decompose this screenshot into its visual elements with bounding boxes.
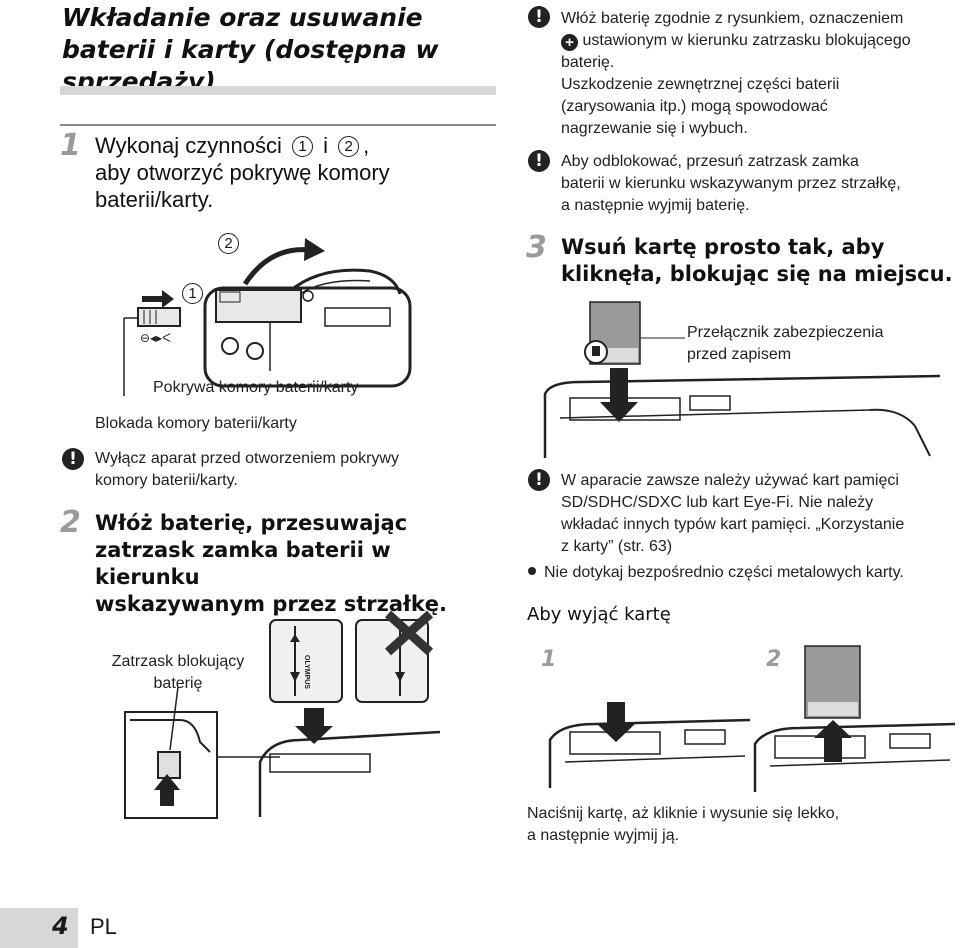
- step-3-line1: Wsuń kartę prosto tak, aby: [561, 235, 885, 259]
- note-card: W aparacie zawsze należy używać kart pam…: [561, 470, 956, 558]
- card-remove-figure-1: [548, 702, 751, 788]
- step-2-line1: Włóż baterię, przesuwając: [95, 511, 408, 535]
- note-insert-line1: Włóż baterię zgodnie z rysunkiem, oznacz…: [561, 10, 904, 27]
- label-latch: Zatrzask blokujący baterię: [98, 651, 258, 695]
- note-insert-line6: nagrzewanie się i wybuch.: [561, 120, 748, 137]
- note-card-line3: wkładać innych typów kart pamięci. „Korz…: [561, 516, 905, 533]
- label-cover: Pokrywa komory baterii/karty: [153, 379, 359, 396]
- step-1-and: i: [323, 133, 329, 158]
- step-1-text-a: Wykonaj czynności: [95, 133, 282, 158]
- page-number-tab: [0, 908, 78, 948]
- marker-2: 2: [338, 136, 360, 157]
- label-write-protect-line1: Przełącznik zabezpieczenia: [687, 324, 884, 341]
- step-1-text: Wykonaj czynności 1 i 2, aby otworzyć po…: [95, 132, 495, 213]
- note-unlock: Aby odblokować, przesuń zatrzask zamka b…: [561, 151, 956, 217]
- figure-marker-2: 2: [218, 233, 239, 254]
- warning-icon: !: [528, 469, 550, 491]
- note-card-line4: z karty” (str. 63): [561, 538, 673, 555]
- remove-step-1-number: 1: [541, 647, 557, 672]
- battery-insert-figure: [124, 610, 441, 819]
- marker-1: 1: [292, 136, 313, 157]
- page-number: 4: [52, 912, 69, 940]
- step-1-line2: aby otworzyć pokrywę komory: [95, 160, 390, 185]
- note-insert-line4: Uszkodzenie zewnętrznej części baterii: [561, 76, 840, 93]
- section-divider: [60, 124, 496, 126]
- label-latch-line2: baterię: [153, 675, 203, 692]
- step-1-line3: baterii/karty.: [95, 187, 214, 212]
- remove-step-2-number: 2: [766, 647, 782, 672]
- step-2-line2: zatrzask zamka baterii w kierunku: [95, 538, 391, 589]
- remove-card-caption: Naciśnij kartę, aż kliknie i wysunie się…: [527, 803, 947, 847]
- step-3-line2: kliknęła, blokując się na miejscu.: [561, 262, 953, 286]
- bullet-dot: [528, 567, 536, 575]
- remove-card-caption-line1: Naciśnij kartę, aż kliknie i wysunie się…: [527, 805, 840, 822]
- page-title: Wkładanie oraz usuwanie baterii i karty …: [62, 3, 439, 96]
- card-insert-figure: [543, 301, 941, 458]
- page-language: PL: [90, 914, 117, 939]
- remove-card-heading: Aby wyjąć kartę: [527, 604, 671, 625]
- note-unlock-line3: a następnie wyjmij baterię.: [561, 197, 750, 214]
- figure-marker-1: 1: [182, 283, 203, 304]
- warning-icon: !: [62, 448, 84, 470]
- note-insert-line5: (zarysowania itp.) mogą spowodować: [561, 98, 828, 115]
- note-insert: Włóż baterię zgodnie z rysunkiem, oznacz…: [561, 8, 956, 140]
- note-insert-line3: baterię.: [561, 54, 615, 71]
- warning-icon: !: [528, 150, 550, 172]
- svg-text:⊖◂▸ᐸ: ⊖◂▸ᐸ: [140, 331, 171, 345]
- note-unlock-line2: baterii w kierunku wskazywanym przez str…: [561, 175, 901, 192]
- warning-icon: !: [528, 6, 550, 28]
- step-2-number: 2: [60, 505, 81, 540]
- step-1-number: 1: [60, 128, 81, 163]
- title-underline-bar: [60, 86, 496, 95]
- plus-icon: +: [561, 34, 578, 51]
- label-write-protect-line2: przed zapisem: [687, 346, 792, 363]
- bullet-metal-text: Nie dotykaj bezpośrednio części metalowy…: [544, 564, 904, 581]
- label-write-protect: Przełącznik zabezpieczenia przed zapisem: [687, 322, 947, 366]
- card-remove-figure-2: [753, 645, 956, 792]
- step-3-number: 3: [526, 230, 547, 265]
- note-unlock-line1: Aby odblokować, przesuń zatrzask zamka: [561, 153, 859, 170]
- remove-card-caption-line2: a następnie wyjmij ją.: [527, 827, 680, 844]
- note-card-line2: SD/SDHC/SDXC lub kart Eye-Fi. Nie należy: [561, 494, 874, 511]
- note-insert-line2: ustawionym w kierunku zatrzasku blokując…: [582, 32, 911, 49]
- battery-brand: OLYMPUS: [303, 655, 310, 689]
- note-card-line1: W aparacie zawsze należy używać kart pam…: [561, 472, 899, 489]
- step-2-text: Włóż baterię, przesuwając zatrzask zamka…: [95, 510, 495, 618]
- camera-cover-figure: ⊖◂▸ᐸ: [123, 238, 412, 396]
- step-1-text-b: ,: [363, 133, 370, 158]
- note-power-off: Wyłącz aparat przed otworzeniem pokrywy …: [95, 450, 399, 489]
- step-3-text: Wsuń kartę prosto tak, aby kliknęła, blo…: [561, 234, 956, 288]
- label-latch-line1: Zatrzask blokujący: [111, 653, 245, 670]
- step-2-line3: wskazywanym przez strzałkę.: [95, 592, 448, 616]
- label-lock: Blokada komory baterii/karty: [95, 415, 297, 432]
- bullet-metal: Nie dotykaj bezpośrednio części metalowy…: [528, 562, 958, 584]
